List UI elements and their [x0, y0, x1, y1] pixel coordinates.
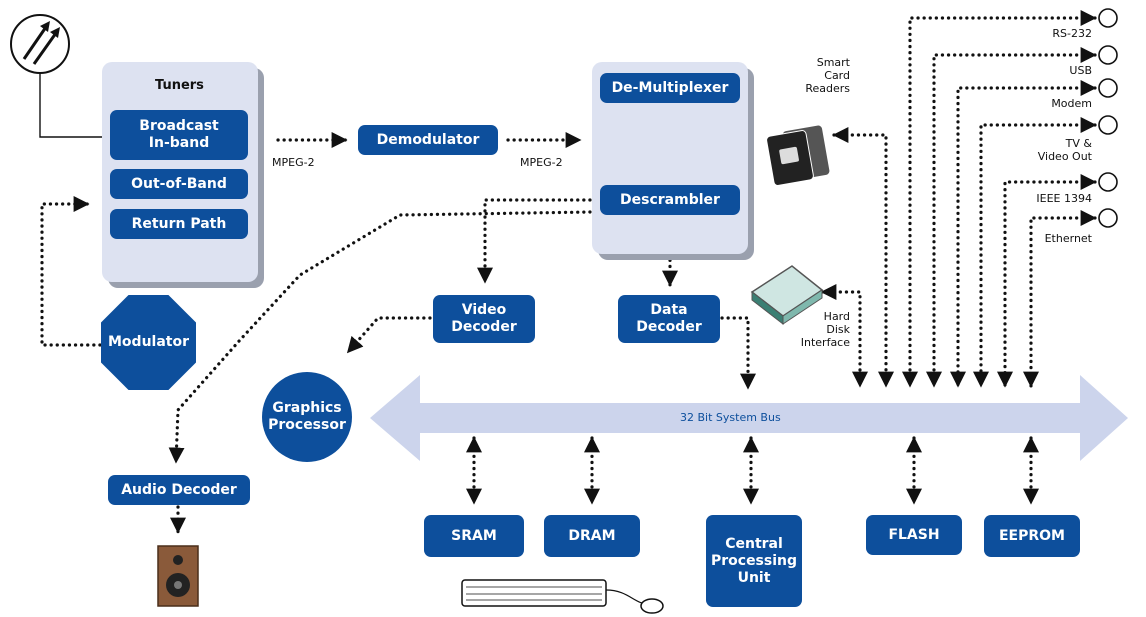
port-label-rs232: RS-232	[1052, 27, 1092, 40]
antenna-icon	[10, 14, 70, 74]
smart-card-label: Smart Card Readers	[805, 56, 850, 95]
mouse-icon	[640, 598, 664, 614]
port-label-usb: USB	[1069, 64, 1092, 77]
system-bus-label: 32 Bit System Bus	[680, 411, 781, 424]
mpeg2-label-right: MPEG-2	[520, 156, 563, 169]
smart-card-icon	[766, 125, 830, 186]
sram-block: SRAM	[424, 515, 524, 557]
demodulator-block: Demodulator	[358, 125, 498, 155]
port-label-tv-video-out: TV & Video Out	[1037, 137, 1092, 163]
modulator-block: Modulator	[101, 295, 196, 390]
tuners-title: Tuners	[155, 78, 204, 93]
hard-disk-label: Hard Disk Interface	[800, 310, 850, 349]
hard-disk-icon	[750, 265, 824, 326]
data-decoder-block: Data Decoder	[618, 295, 720, 343]
keyboard-icon	[461, 579, 607, 607]
port-label-ethernet: Ethernet	[1044, 232, 1092, 245]
speaker-icon	[157, 545, 199, 607]
broadcast-in-band-block: Broadcast In-band	[110, 110, 248, 160]
port-label-modem: Modem	[1051, 97, 1092, 110]
out-of-band-block: Out-of-Band	[110, 169, 248, 199]
eeprom-block: EEPROM	[984, 515, 1080, 557]
mpeg2-label-left: MPEG-2	[272, 156, 315, 169]
demultiplexer-block: De-Multiplexer	[600, 73, 740, 103]
descrambler-block: Descrambler	[600, 185, 740, 215]
system-bus	[370, 375, 1128, 461]
port-label-ieee1394: IEEE 1394	[1036, 192, 1092, 205]
cpu-block: Central Processing Unit	[706, 515, 802, 607]
port-connector-icons	[1098, 8, 1118, 228]
return-path-block: Return Path	[110, 209, 248, 239]
graphics-processor-block: Graphics Processor	[262, 372, 352, 462]
flash-block: FLASH	[866, 515, 962, 555]
dram-block: DRAM	[544, 515, 640, 557]
video-decoder-block: Video Decoder	[433, 295, 535, 343]
audio-decoder-block: Audio Decoder	[108, 475, 250, 505]
